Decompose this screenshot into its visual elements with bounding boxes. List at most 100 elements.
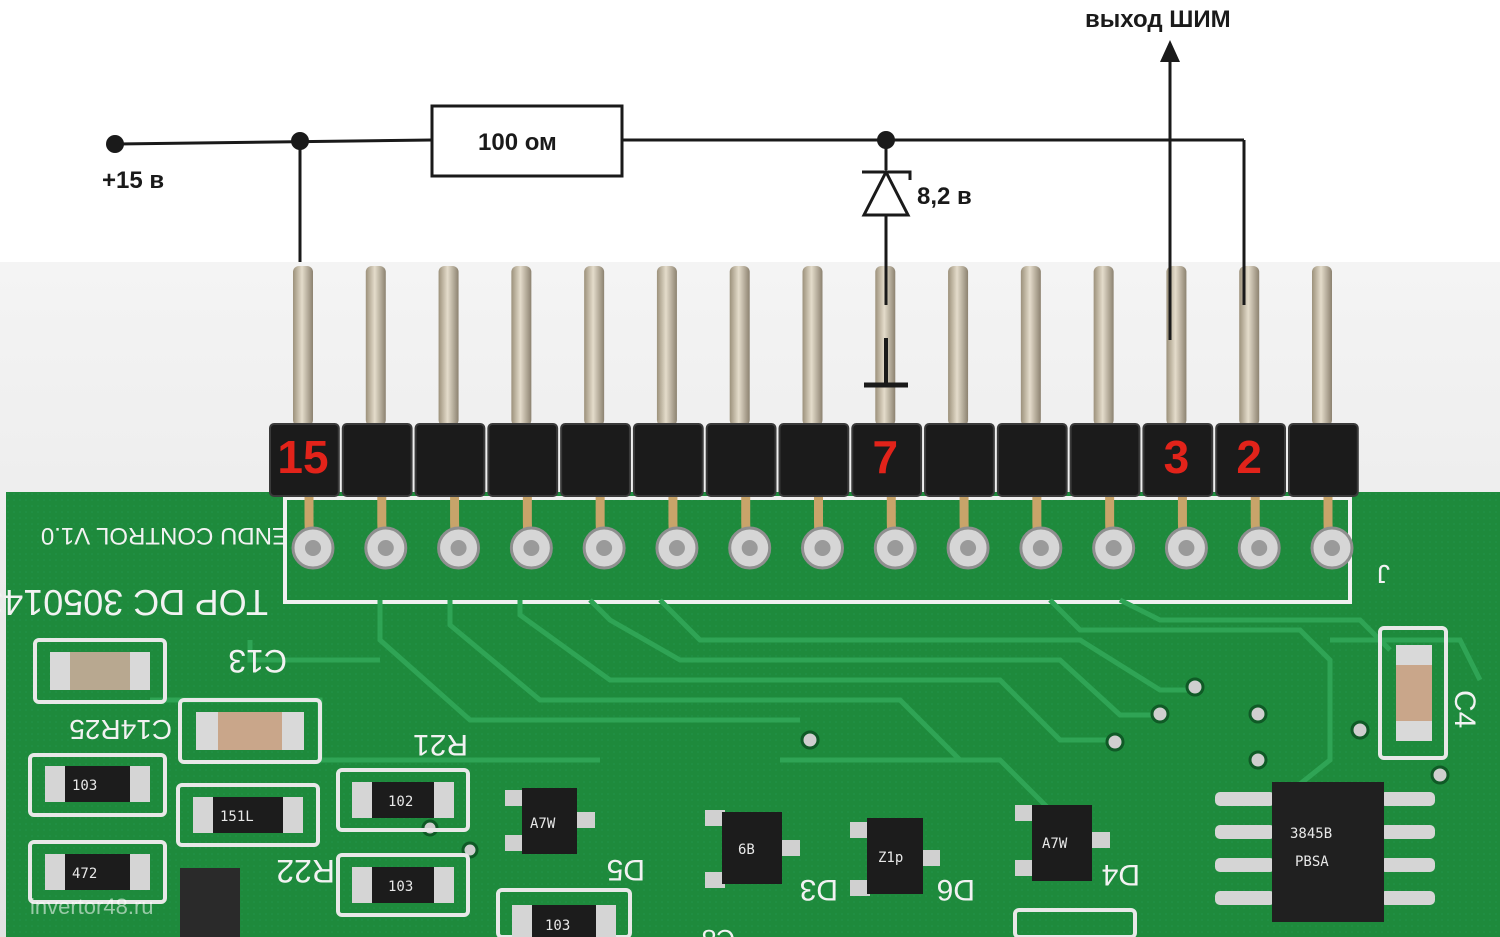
code-q-a7w-1: A7W — [530, 816, 556, 832]
board-title: ENDU CONTROL V1.0 — [41, 522, 288, 549]
ref-c14r25: C14R25 — [69, 714, 172, 745]
header-segment — [996, 423, 1068, 497]
header-segment — [924, 423, 995, 497]
ref-c4: C4 — [1448, 690, 1481, 728]
pin-shaft — [511, 266, 532, 426]
junction-dot-2 — [877, 131, 895, 149]
pad-hole — [377, 540, 394, 556]
code-r-103c: 103 — [545, 918, 570, 934]
zener-bar — [862, 170, 912, 180]
code-r-472: 472 — [72, 866, 97, 882]
ref-r22: R22 — [276, 853, 335, 889]
pin-shaft — [1312, 266, 1332, 426]
pin-number-label: 15 — [277, 431, 328, 483]
code-r-151l: 151L — [220, 809, 254, 825]
code-q-6b: 6B — [738, 842, 755, 858]
pin-shaft — [802, 266, 823, 426]
header-segment — [269, 423, 340, 497]
header-segment — [851, 423, 923, 497]
header-pin — [341, 266, 413, 570]
header-segment — [341, 423, 413, 497]
header-segment — [414, 423, 486, 497]
board-model: TOP DC 30501438 — [0, 582, 268, 623]
header-pin — [1288, 266, 1359, 570]
component-outlines — [28, 626, 1448, 937]
header-pin — [269, 266, 340, 570]
pin-shaft — [584, 266, 605, 426]
header-segment — [1142, 423, 1214, 497]
header-segment — [705, 423, 777, 497]
smd-resistors: 103 151L 102 472 103 103 — [45, 766, 616, 937]
header-segment — [487, 423, 559, 497]
ceramic-capacitors — [50, 645, 1432, 750]
pad-hole — [960, 540, 977, 556]
pin-shaft — [293, 266, 313, 426]
pad-hole — [741, 540, 758, 556]
pad-hole — [668, 540, 685, 556]
zener-label: 8,2 в — [917, 183, 972, 210]
header-segment — [778, 423, 850, 497]
pin-shaft — [656, 266, 677, 426]
header-pin — [632, 266, 704, 570]
pwm-output-label: выход ШИМ — [1085, 6, 1231, 33]
connector-ref: J — [1377, 559, 1390, 589]
header-segment — [1288, 423, 1359, 497]
header-segment — [632, 423, 704, 497]
code-q-a7w-2: A7W — [1042, 836, 1068, 852]
header-pin — [705, 266, 777, 570]
header-segment — [1215, 423, 1286, 497]
ref-r21: R21 — [413, 728, 468, 761]
header-segment — [560, 423, 631, 497]
resistor-label: 100 ом — [478, 129, 557, 156]
code-ic-1: 3845B — [1290, 826, 1332, 842]
schematic-overlay — [114, 60, 1246, 388]
pin-shaft — [729, 266, 750, 426]
pin-shaft — [1239, 266, 1260, 426]
header-segment — [1069, 423, 1141, 497]
pin-shaft — [1093, 266, 1114, 426]
header-pin — [996, 266, 1068, 570]
pad-hole — [450, 540, 467, 556]
code-r-103b: 103 — [388, 879, 413, 895]
pin-number-label: 2 — [1236, 431, 1262, 483]
ref-d3: D3 — [800, 873, 838, 906]
header-pin — [560, 266, 631, 570]
code-r-103a: 103 — [72, 778, 97, 794]
pin-shaft — [948, 266, 969, 426]
pad-hole — [887, 540, 904, 556]
wire-supply — [114, 138, 433, 146]
pad-hole — [1251, 540, 1268, 556]
board-model-silk: TOP DC 30501438 — [0, 582, 268, 623]
zener-body — [861, 168, 911, 217]
code-ic-2: PBSA — [1295, 854, 1329, 870]
pin-number-label: 3 — [1164, 431, 1190, 483]
pad-hole — [523, 540, 540, 556]
code-r-102: 102 — [388, 794, 413, 810]
watermark: invertor48.ru — [30, 894, 154, 919]
pad-hole — [305, 540, 321, 556]
pin-number-label: 7 — [872, 431, 898, 483]
pin-shaft — [438, 266, 459, 426]
pad-hole — [814, 540, 831, 556]
pad-hole — [1178, 540, 1195, 556]
arrow-up-icon — [1160, 40, 1180, 62]
pad-hole — [1105, 540, 1122, 556]
so8-ic: 3845B PBSA — [1215, 782, 1435, 922]
pad-hole — [1324, 540, 1340, 556]
pin-shaft — [1020, 266, 1041, 426]
header-pin — [778, 266, 850, 570]
supply-terminal-dot — [106, 135, 124, 153]
pin-shaft — [365, 266, 386, 426]
ref-d5: D5 — [607, 853, 645, 886]
supply-label: +15 в — [102, 167, 164, 194]
header-pin — [924, 266, 995, 570]
junction-dot-1 — [291, 132, 309, 150]
junction-dots — [106, 131, 895, 153]
pad-hole — [1032, 540, 1049, 556]
header-pin — [1142, 266, 1214, 570]
ref-c8: C8 — [702, 924, 735, 937]
header-pin — [1069, 266, 1141, 570]
